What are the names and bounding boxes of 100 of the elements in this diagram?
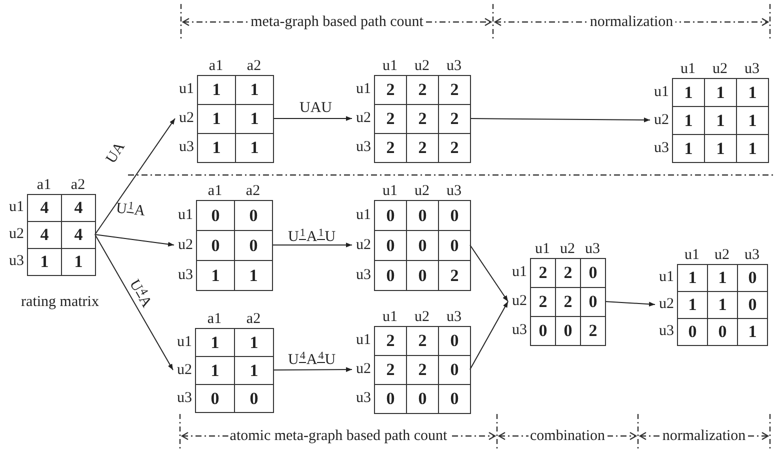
matrix-cell: 1	[235, 75, 274, 105]
matrix-cell: 2	[530, 258, 556, 288]
matrix-cell: 2	[374, 75, 407, 105]
matrix-cell: 1	[234, 328, 274, 357]
matrix-cell: 1	[197, 133, 236, 163]
row-header: u2	[178, 109, 195, 128]
column-header: u2	[414, 57, 430, 75]
column-header: u1	[382, 308, 398, 326]
row-header: u1	[355, 80, 372, 99]
column-header: u2	[712, 60, 728, 78]
matrix-cell: 1	[677, 264, 708, 292]
column-header: a2	[70, 176, 86, 194]
arrow	[470, 301, 508, 370]
edge-label: UAU	[300, 100, 332, 116]
matrix-cell: 1	[197, 75, 236, 105]
matrix-cell: 0	[374, 260, 407, 291]
matrix-cell: 4	[27, 194, 62, 222]
column-header: u2	[714, 246, 730, 264]
row-header: u2	[355, 360, 372, 379]
matrix-cell: 1	[736, 134, 769, 163]
matrix-cell: 1	[672, 134, 705, 163]
column-header: u2	[559, 240, 576, 258]
matrix-cell: 0	[195, 384, 235, 413]
row-header: u3	[653, 138, 670, 158]
column-header: a1	[206, 182, 224, 200]
column-header: a2	[245, 310, 262, 328]
edge-label: UA	[103, 140, 128, 166]
matrix-cell: 1	[27, 248, 62, 276]
column-header: u2	[414, 182, 430, 200]
row-header: u2	[355, 236, 372, 254]
row-header: u3	[355, 389, 372, 408]
arrow	[94, 234, 174, 370]
column-header: u1	[684, 246, 700, 264]
column-header: a2	[244, 182, 262, 200]
matrix-cell: 0	[374, 200, 407, 231]
row-header: u3	[658, 322, 675, 341]
matrix-cell: 2	[438, 133, 471, 163]
column-header: a1	[36, 176, 52, 194]
matrix-cell: 0	[234, 384, 274, 413]
row-header: u1	[355, 206, 372, 224]
matrix-cell: 0	[438, 326, 471, 356]
row-header: u1	[653, 82, 670, 102]
column-header: u3	[446, 182, 462, 200]
row-header: u2	[8, 225, 25, 244]
row-header: u2	[653, 110, 670, 130]
edge-label: U$^{1}$A	[114, 199, 146, 219]
matrix-cell: 0	[438, 384, 471, 414]
matrix-cell: 1	[234, 260, 273, 291]
edge-label: U$^{4}$A$^{4}$U	[288, 350, 336, 368]
column-header: u2	[414, 308, 430, 326]
column-header: u3	[744, 246, 760, 264]
column-header: u3	[446, 57, 462, 75]
matrix-cell: 0	[196, 200, 235, 231]
row-header: u1	[355, 331, 372, 350]
matrix-cell: 2	[438, 75, 471, 105]
row-header: u2	[658, 295, 675, 314]
column-header: u1	[680, 60, 696, 78]
column-header: u3	[744, 60, 760, 78]
arrow	[272, 116, 352, 121]
matrix-cell: 1	[737, 318, 768, 346]
arrow	[272, 242, 352, 248]
matrix-cell: 2	[374, 326, 407, 356]
row-header: u3	[178, 138, 195, 157]
matrix-cell: 1	[196, 260, 235, 291]
matrix-cell: 0	[438, 200, 471, 231]
row-header: u1	[8, 198, 25, 217]
row-header: u3	[355, 138, 372, 157]
stage-label: atomic meta-graph based path count	[228, 428, 450, 444]
matrix-cell: 0	[530, 316, 556, 346]
matrix-cell: 4	[61, 194, 96, 222]
row-header: u1	[177, 206, 194, 224]
column-header: a2	[246, 57, 262, 75]
column-header: a1	[208, 57, 224, 75]
matrix-cell: 1	[195, 328, 235, 357]
arrow	[470, 118, 650, 122]
column-header: u3	[584, 240, 601, 258]
column-header: u1	[534, 240, 551, 258]
matrix-cell: 1	[235, 133, 274, 163]
arrow	[94, 118, 176, 235]
row-header: u1	[511, 263, 528, 282]
stage-label: meta-graph based path count	[248, 14, 426, 30]
arrow	[94, 234, 174, 247]
row-header: u3	[8, 252, 25, 271]
node-label: rating matrix	[19, 294, 101, 310]
column-header: a1	[206, 310, 223, 328]
arrow	[604, 301, 656, 307]
row-header: u3	[355, 266, 372, 284]
matrix-cell: 1	[61, 248, 96, 276]
column-header: u3	[446, 308, 462, 326]
row-header: u3	[176, 388, 193, 408]
column-header: u1	[382, 182, 398, 200]
column-header: u1	[382, 57, 398, 75]
matrix-cell: 0	[580, 258, 606, 288]
row-header: u2	[177, 236, 194, 254]
matrix-cell: 0	[374, 384, 407, 414]
edge-label: U$^{1}$A$^{1}$U	[288, 228, 336, 244]
row-header: u2	[355, 109, 372, 128]
row-header: u3	[177, 266, 194, 284]
row-header: u3	[511, 321, 528, 340]
matrix-cell: 1	[736, 78, 769, 107]
